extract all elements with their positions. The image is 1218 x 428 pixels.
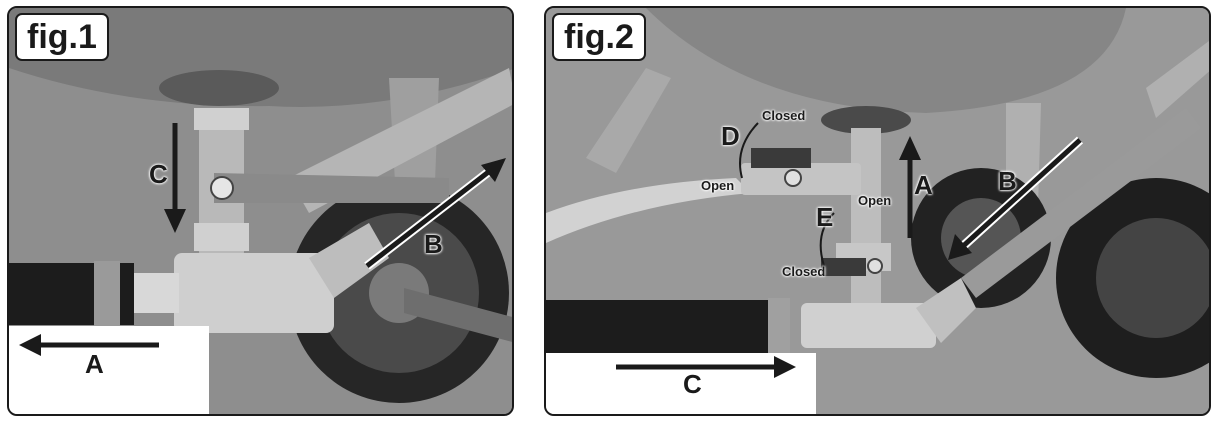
callout-e: E [816, 202, 834, 232]
leader-e [819, 212, 835, 267]
valve-handle [214, 173, 449, 203]
arrow-b-line [959, 138, 1082, 250]
valve-assembly [851, 128, 881, 308]
callout-b: B [424, 229, 443, 259]
hose [546, 300, 786, 360]
callout-a: A [914, 170, 933, 200]
arrow-b-head [481, 158, 506, 182]
arrow-a-head [19, 334, 41, 356]
figure-1-label: fig.1 [15, 13, 109, 61]
valve-e-handle [821, 258, 866, 276]
label-open-left: Open [701, 178, 735, 193]
figure-1-photo [9, 8, 512, 414]
braided-hose [546, 178, 751, 243]
tank-body [646, 8, 1126, 113]
callout-c: C [683, 369, 702, 399]
arrow-b-line [365, 168, 493, 268]
callout-b: B [998, 166, 1017, 196]
callout-d: D [721, 121, 740, 151]
arrow-b-head [948, 234, 972, 260]
arrow-c-head [774, 356, 796, 378]
valve-d-handle [751, 148, 811, 168]
callout-c: C [149, 159, 168, 189]
label-closed-top: Closed [762, 108, 806, 123]
frame-leg [586, 68, 671, 173]
arrow-c-head [164, 209, 186, 233]
pipe-tee [801, 303, 936, 348]
label-open-right: Open [858, 193, 892, 208]
figure-2-photo [546, 8, 1209, 414]
pipe-tee [174, 253, 334, 333]
arrow-a-head [899, 136, 921, 160]
label-closed-bottom: Closed [782, 264, 826, 279]
tank-body [9, 8, 512, 107]
leader-d [739, 122, 759, 179]
figure-2-label: fig.2 [552, 13, 646, 61]
callout-a: A [85, 349, 104, 379]
figure-1-panel: fig.1 A C B [7, 6, 514, 416]
figure-2-panel: fig.2 C A B D E Closed Open Open Closed [544, 6, 1211, 416]
